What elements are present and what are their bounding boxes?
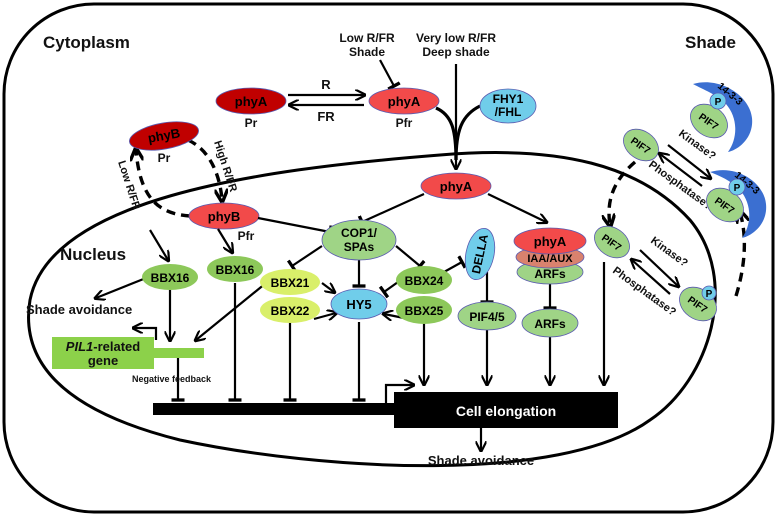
phyA-complex-label: phyA bbox=[534, 234, 567, 249]
phyA-pfr-node bbox=[368, 87, 440, 115]
bbx21-label: BBX21 bbox=[271, 276, 310, 290]
iaa-aux-label: IAA/AUX bbox=[527, 253, 573, 265]
phyA-nucleus-label: phyA bbox=[440, 179, 473, 194]
arfs-complex-label: ARFs bbox=[534, 267, 566, 281]
della-node bbox=[464, 228, 496, 280]
arfs-node bbox=[521, 308, 579, 338]
cytoplasm-label: Cytoplasm bbox=[43, 33, 130, 52]
nucleus-label: Nucleus bbox=[60, 245, 126, 264]
arfs-label: ARFs bbox=[534, 317, 566, 331]
deep-shade-label: Deep shade bbox=[422, 45, 490, 59]
bbx25-node bbox=[396, 296, 452, 324]
bbx24-label: BBX24 bbox=[405, 274, 444, 288]
phyB-pfr-node bbox=[188, 202, 260, 230]
14-3-3-crescent-top bbox=[693, 82, 753, 152]
bbx22-node bbox=[260, 297, 320, 323]
spas-label: SPAs bbox=[344, 240, 375, 254]
bbx25-label: BBX25 bbox=[405, 304, 444, 318]
nucleus-membrane bbox=[27, 151, 717, 468]
cop1-label: COP1/ bbox=[341, 226, 378, 240]
r-label: R bbox=[321, 77, 331, 92]
cell-elongation-box bbox=[394, 392, 618, 428]
bbx22-label: BBX22 bbox=[271, 304, 310, 318]
phyA-pfr-label: phyA bbox=[388, 94, 421, 109]
hy5-node bbox=[330, 288, 388, 320]
phosphate-mid-label: P bbox=[734, 183, 741, 194]
phosphate-top bbox=[709, 92, 727, 110]
phosphate-top-label: P bbox=[715, 97, 722, 108]
phosphate-nucleus bbox=[701, 285, 717, 301]
pif7-nucleus-node bbox=[594, 225, 630, 259]
low-rfr-label: Low R/FR bbox=[339, 31, 395, 45]
phyB-pr-label: phyB bbox=[147, 125, 182, 145]
bbx16-node-right bbox=[207, 256, 263, 282]
pil1-gene-label-line2: gene bbox=[88, 353, 118, 368]
bbx16-left-label: BBX16 bbox=[151, 271, 190, 285]
negative-feedback-label: Negative feedback bbox=[132, 374, 212, 384]
shade-signal-label: Shade bbox=[349, 45, 385, 59]
phyB-pfr-state: Pfr bbox=[238, 229, 255, 243]
phyA-pr-label: phyA bbox=[235, 94, 268, 109]
phyA-pfr-state: Pfr bbox=[396, 116, 413, 130]
phyA-nucleus-node bbox=[420, 172, 492, 200]
phyA-pr-node bbox=[215, 87, 287, 115]
cop1-spas-node bbox=[321, 219, 397, 261]
cell-elongation-label: Cell elongation bbox=[456, 403, 556, 419]
shade-avoidance-label: Shade avoidance bbox=[26, 302, 132, 317]
bbx21-node bbox=[260, 269, 320, 295]
phyB-pr-state: Pr bbox=[158, 151, 171, 165]
fr-label: FR bbox=[317, 109, 335, 124]
pif45-label: PIF4/5 bbox=[469, 310, 505, 324]
phosphate-mid bbox=[728, 178, 746, 196]
bbx16-right-label: BBX16 bbox=[216, 263, 255, 277]
shade-label: Shade bbox=[685, 33, 736, 52]
gene-bar bbox=[153, 403, 403, 415]
phyA-complex-node bbox=[513, 227, 587, 255]
very-low-rfr-label: Very low R/FR bbox=[416, 31, 496, 45]
fhl-label: /FHL bbox=[495, 105, 522, 119]
pil1-gene-label-line1: PIL1-related bbox=[66, 339, 140, 354]
fhy1-fhl-node bbox=[479, 88, 537, 124]
bbx16-node-left bbox=[142, 264, 198, 290]
shade-avoidance-bottom-label: Shade avoidance bbox=[428, 453, 534, 468]
pil1-gene-tail bbox=[152, 348, 204, 358]
pil1-gene-box bbox=[52, 337, 154, 369]
phyB-pfr-label: phyB bbox=[208, 209, 241, 224]
phyA-pr-state: Pr bbox=[245, 116, 258, 130]
hy5-label: HY5 bbox=[346, 297, 371, 312]
bbx24-node bbox=[396, 266, 452, 294]
pif45-node bbox=[457, 301, 517, 331]
fhy1-label: FHY1 bbox=[493, 92, 524, 106]
14-3-3-crescent-mid bbox=[710, 170, 767, 238]
phosphate-nucleus-label: P bbox=[706, 289, 713, 300]
phyB-pr-node bbox=[129, 121, 199, 151]
